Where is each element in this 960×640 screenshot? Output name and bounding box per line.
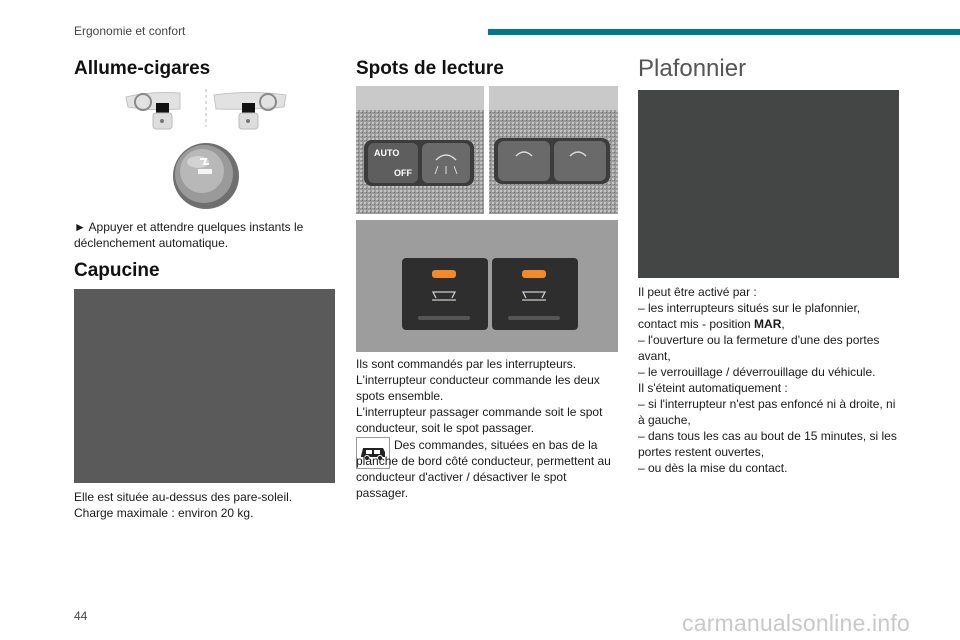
watermark: carmanualsonline.info [682,610,910,636]
capucine-max-load: Charge maximale : environ 20 kg. [74,506,254,520]
spots-p2: L'interrupteur conducteur commande les d… [356,373,600,403]
heading-capucine: Capucine [74,260,160,281]
item1-suffix: , [781,317,785,331]
cigar-instruction: ► Appuyer et attendre quelques instants … [74,220,304,250]
section-title: Ergonomie et confort [74,24,186,38]
section-accent-bar [488,29,960,35]
item1-text: – les interrupteurs situés sur le plafon… [638,301,861,331]
spots-text: Ils sont commandés par les interrupteurs… [356,356,618,436]
plafonnier-photo [638,90,899,278]
plafonnier-intro: Il peut être activé par : [638,285,757,299]
capucine-location: Elle est située au-dessus des pare-solei… [74,490,293,504]
spots-p4: Des commandes, situées en bas de la plan… [356,438,611,500]
plafonnier-item1: – les interrupteurs situés sur le plafon… [638,300,900,332]
item1-bold: MAR [754,317,782,331]
heading-plafonnier: Plafonnier [638,55,747,82]
plafonnier-item2: – l'ouverture ou la fermeture d'une des … [638,333,880,363]
heading-spots-lecture: Spots de lecture [356,58,504,79]
spots-p1: Ils sont commandés par les interrupteurs… [356,357,577,371]
cigar-lighter-illustration [125,89,287,209]
capucine-photo [74,289,335,483]
plafonnier-off1: – si l'interrupteur n'est pas enfoncé ni… [638,397,896,427]
capucine-text: Elle est située au-dessus des pare-solei… [74,489,338,521]
plafonnier-off3: – ou dès la mise du contact. [638,461,788,475]
switch-auto-label: AUTO [374,148,399,158]
spots-p3: L'interrupteur passager commande soit le… [356,405,603,435]
heading-allume-cigares: Allume-cigares [74,58,211,79]
reading-lights-illustration: AUTO OFF [356,86,618,352]
plafonnier-off-intro: Il s'éteint automatiquement : [638,381,788,395]
plafonnier-off2: – dans tous les cas au bout de 15 minute… [638,429,897,459]
page-number: 44 [74,609,88,623]
plafonnier-item3: – le verrouillage / déverrouillage du vé… [638,365,876,379]
van-icon [356,437,390,469]
plafonnier-text: Il peut être activé par : – les interrup… [638,284,900,476]
switch-off-label: OFF [394,168,412,178]
